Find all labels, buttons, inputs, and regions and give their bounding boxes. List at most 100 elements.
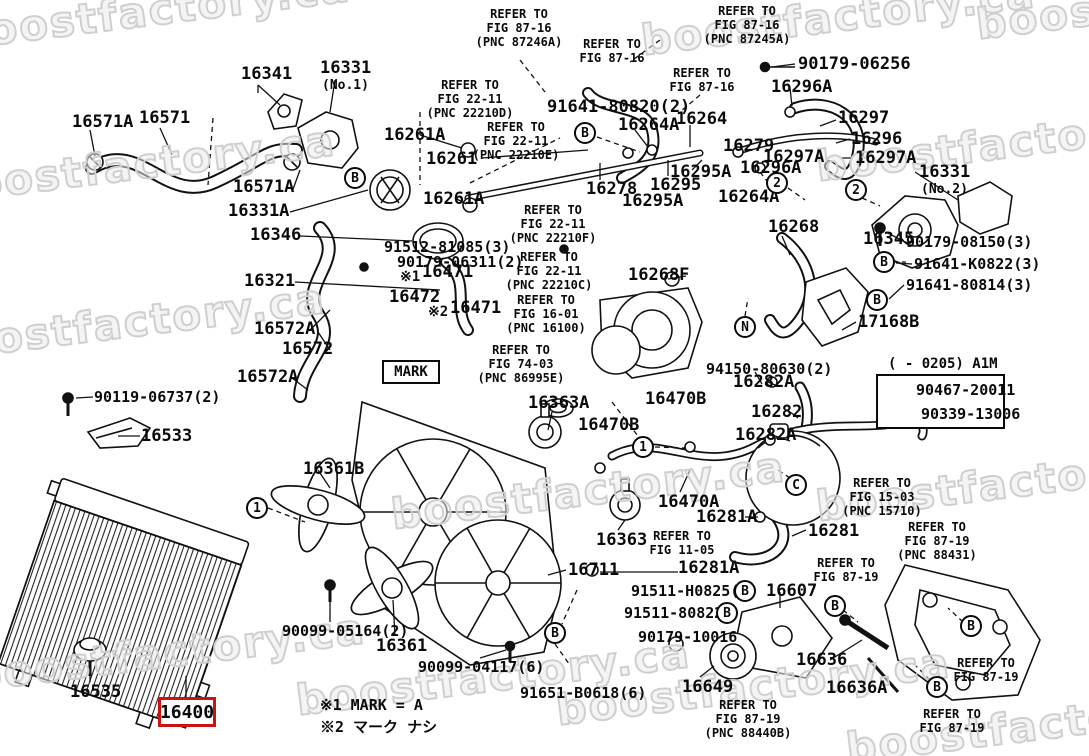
part-label-16361: 16361	[376, 636, 428, 656]
part-label-2: ※2 マーク ナシ	[320, 718, 438, 736]
part-label-16264a: 16264A	[718, 187, 780, 207]
callout-circle-1: 1	[246, 497, 268, 519]
callout-circle-b: B	[926, 676, 948, 698]
part-label-16295a: 16295A	[670, 162, 732, 182]
ref-line: REFER TO	[517, 293, 575, 307]
part-label-90119067372: 90119-06737(2)	[94, 388, 221, 406]
ref-line: (PNC 15710)	[842, 503, 922, 518]
radiator-drawing	[0, 478, 250, 730]
part-label-16331: 16331	[919, 162, 971, 182]
part-label-16261: 16261	[426, 149, 478, 169]
ref-line: FIG 87-19	[715, 711, 781, 726]
part-label-1: ※1	[400, 269, 421, 285]
part-label-16261a: 16261A	[384, 125, 446, 145]
ref-line: REFER TO	[583, 37, 641, 51]
callout-circle-b: B	[960, 615, 982, 637]
part-label-9046720011: 90467-20011	[916, 381, 1016, 399]
part-label-90179063112: 90179-06311(2)	[397, 253, 524, 271]
part-label-16331: 16331	[320, 58, 372, 78]
part-label-16711: 16711	[568, 560, 620, 580]
part-label-9017906256: 90179-06256	[798, 54, 911, 74]
part-label-2: ※2	[428, 304, 449, 320]
highlighted-part-16400[interactable]: 16400	[158, 697, 216, 727]
ref-line: (PNC 16100)	[506, 320, 586, 335]
part-label-16297a: 16297A	[763, 147, 825, 167]
callout-circle-b: B	[734, 580, 756, 602]
part-label-9033913006: 90339-13006	[921, 405, 1021, 423]
part-label-90099051642: 90099-05164(2)	[282, 622, 409, 640]
ref-line: (PNC 88431)	[897, 547, 977, 562]
part-label-16472: 16472	[389, 287, 441, 307]
ref-line: REFER TO	[719, 698, 777, 712]
part-label-91641808143: 91641-80814(3)	[906, 276, 1033, 294]
part-label-16268f: 16268F	[628, 265, 690, 285]
ref-line: REFER TO	[923, 707, 981, 721]
callout-circle-b: B	[544, 622, 566, 644]
part-label-16296: 16296	[851, 129, 903, 149]
ref-line: (PNC 22210F)	[509, 230, 597, 245]
part-label-16572: 16572	[282, 339, 334, 359]
ref-line: REFER TO	[908, 520, 966, 534]
callout-circle-b: B	[873, 251, 895, 273]
part-label-16282a: 16282A	[733, 372, 795, 392]
ref-line: REFER TO	[673, 66, 731, 80]
part-label-90099041176: 90099-04117(6)	[418, 658, 545, 676]
part-label-16572a: 16572A	[254, 319, 316, 339]
part-label-91511h08252: 91511-H0825(2)	[631, 582, 758, 600]
ref-line: FIG 87-16	[579, 50, 645, 65]
part-label-16607: 16607	[766, 581, 818, 601]
part-label-16636: 16636	[796, 650, 848, 670]
callout-circle-b: B	[344, 167, 366, 189]
ref-line: REFER TO	[490, 7, 548, 21]
ref-line: REFER TO	[487, 120, 545, 134]
callout-circle-2: 2	[845, 179, 867, 201]
part-label-16297a: 16297A	[855, 148, 917, 168]
ref-line: FIG 15-03	[849, 489, 915, 504]
ref-line: FIG 22-11	[520, 216, 586, 231]
part-label-16471: 16471	[450, 298, 502, 318]
part-label-16470b: 16470B	[578, 415, 640, 435]
part-label-16345: 16345	[863, 229, 915, 249]
part-label-1marka: ※1 MARK = A	[320, 696, 423, 714]
ref-line: (PNC 22210E)	[472, 147, 560, 162]
part-label-0205a1m: ( - 0205) A1M	[888, 356, 998, 372]
ref-line: FIG 11-05	[649, 542, 715, 557]
ref-line: REFER TO	[441, 78, 499, 92]
ref-line: FIG 22-11	[437, 91, 503, 106]
part-label-16278: 16278	[586, 179, 638, 199]
part-label-16331a: 16331A	[228, 201, 290, 221]
mark-label-box: MARK	[382, 360, 440, 384]
part-label-16341: 16341	[241, 64, 293, 84]
part-label-16636a: 16636A	[826, 678, 888, 698]
ref-line: (PNC 87245A)	[703, 31, 791, 46]
part-label-90179081503: 90179-08150(3)	[906, 233, 1033, 251]
part-label-16281: 16281	[808, 521, 860, 541]
fan-blade-16361-drawing	[350, 546, 434, 630]
ref-line: REFER TO	[817, 556, 875, 570]
part-label-16363a: 16363A	[528, 393, 590, 413]
part-label-16281a: 16281A	[678, 558, 740, 578]
part-label-16470b: 16470B	[645, 389, 707, 409]
part-label-16279: 16279	[723, 136, 775, 156]
part-label-91512810853: 91512-81085(3)	[384, 238, 511, 256]
part-label-9151180822: 91511-80822	[624, 604, 724, 622]
callout-circle-b: B	[574, 122, 596, 144]
ref-line: FIG 22-11	[483, 133, 549, 148]
part-label-no1: (No.1)	[322, 78, 369, 93]
part-label-16296a: 16296A	[740, 158, 802, 178]
ref-line: FIG 87-19	[813, 569, 879, 584]
part-label-16533: 16533	[141, 426, 193, 446]
callout-circle-b: B	[716, 602, 738, 624]
part-label-16649: 16649	[682, 677, 734, 697]
